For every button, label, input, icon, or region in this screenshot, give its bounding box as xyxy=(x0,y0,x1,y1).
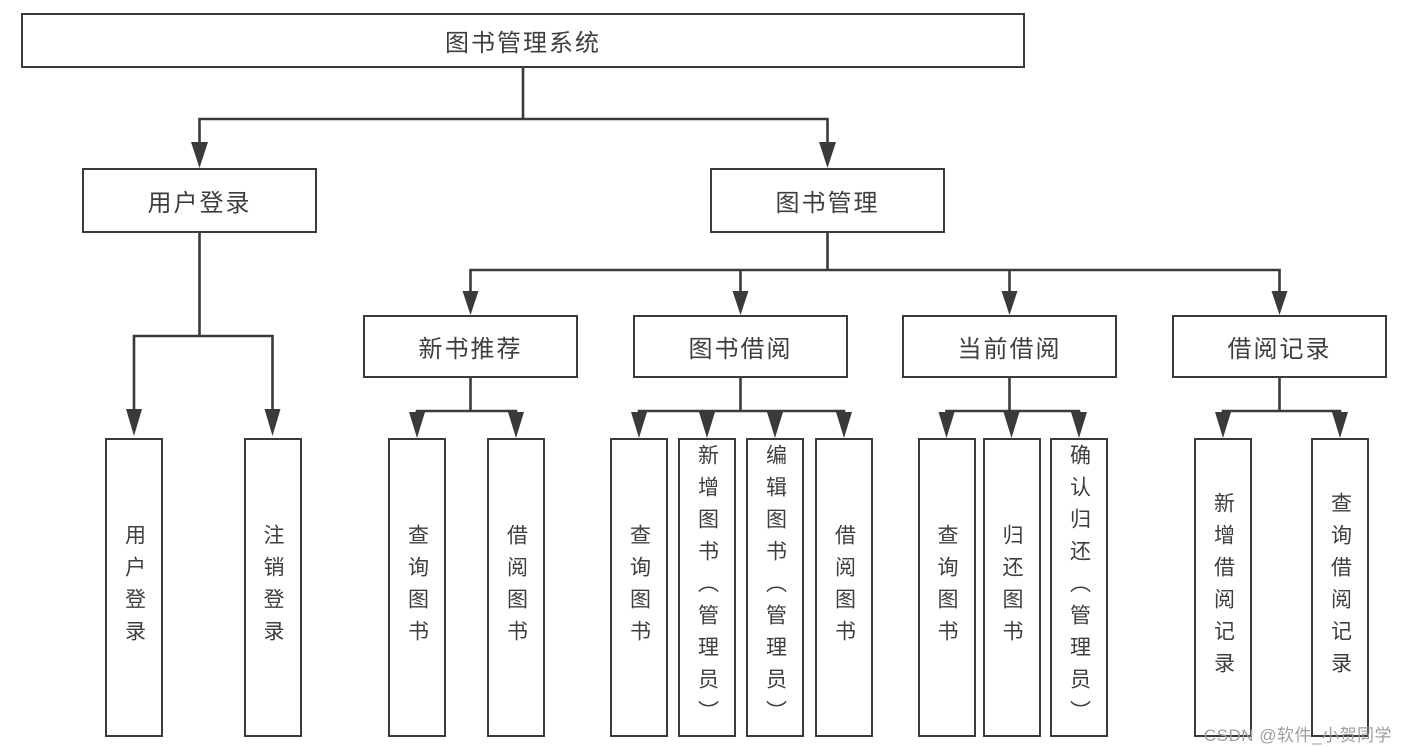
leaf-edit-book-admin: 编辑图书（管理员） xyxy=(746,438,804,737)
node-label: 用户登录 xyxy=(147,190,252,217)
watermark: CSDN @软件_小贺同学 xyxy=(1203,726,1392,745)
node-label: 当前借阅 xyxy=(957,336,1062,363)
leaf-query-books-borrowing: 查询图书 xyxy=(610,438,668,737)
node-label: 确认归还（管理员） xyxy=(1067,443,1091,732)
node-label: 借阅图书 xyxy=(504,523,528,652)
node-label: 新书推荐 xyxy=(418,336,523,363)
leaf-query-books-recommend: 查询图书 xyxy=(388,438,446,737)
leaf-add-borrow-record: 新增借阅记录 xyxy=(1194,438,1252,737)
node-new-book-recommend: 新书推荐 xyxy=(363,315,578,378)
leaf-borrow-books-recommend: 借阅图书 xyxy=(487,438,545,737)
leaf-user-login: 用户登录 xyxy=(105,438,163,737)
node-label: 归还图书 xyxy=(1000,523,1023,652)
node-label: 查询图书 xyxy=(627,523,651,652)
leaf-borrow-books: 借阅图书 xyxy=(815,438,873,737)
node-borrowing-records: 借阅记录 xyxy=(1172,315,1387,378)
node-current-borrowing: 当前借阅 xyxy=(902,315,1117,378)
leaf-query-borrow-record: 查询借阅记录 xyxy=(1311,438,1369,737)
node-library-management-system: 图书管理系统 xyxy=(21,13,1025,68)
node-label: 注销登录 xyxy=(261,523,284,652)
node-label: 图书管理 xyxy=(775,190,880,217)
node-label: 编辑图书（管理员） xyxy=(763,443,787,732)
node-book-borrowing: 图书借阅 xyxy=(633,315,848,378)
node-label: 借阅记录 xyxy=(1227,336,1332,363)
node-label: 新增图书（管理员） xyxy=(695,443,719,732)
node-label: 查询图书 xyxy=(935,523,958,652)
node-label: 借阅图书 xyxy=(832,523,856,652)
node-label: 查询借阅记录 xyxy=(1328,491,1352,684)
node-label: 图书管理系统 xyxy=(445,30,601,57)
node-label: 用户登录 xyxy=(122,523,146,652)
leaf-logout: 注销登录 xyxy=(243,438,302,737)
leaf-return-book: 归还图书 xyxy=(982,438,1041,737)
node-user-login: 用户登录 xyxy=(82,168,317,233)
node-label: 图书借阅 xyxy=(688,336,793,363)
leaf-confirm-return-admin: 确认归还（管理员） xyxy=(1050,438,1108,737)
node-label: 查询图书 xyxy=(405,523,429,652)
leaf-add-book-admin: 新增图书（管理员） xyxy=(678,438,736,737)
leaf-query-books-current: 查询图书 xyxy=(917,438,976,737)
node-book-management: 图书管理 xyxy=(710,168,945,233)
node-label: 新增借阅记录 xyxy=(1211,491,1235,684)
